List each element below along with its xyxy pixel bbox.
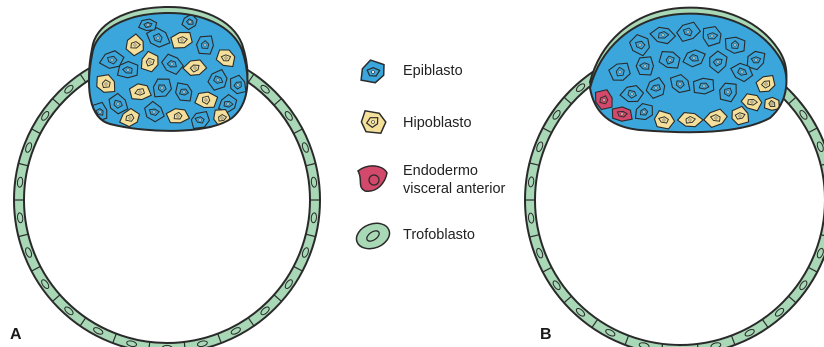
panel-a-nucleolus <box>204 44 206 46</box>
legend-label-epiblast: Epiblasto <box>403 62 463 80</box>
panel-a-nucleolus <box>227 103 229 105</box>
panel-b-nucleolus <box>619 71 621 73</box>
panel-a-inner-cell-mass-cells <box>89 13 247 131</box>
panel-a-nucleolus <box>105 83 107 85</box>
panel-b-nucleolus <box>727 91 729 93</box>
hypoblast-cell-icon <box>361 111 385 133</box>
panel-a-nucleolus <box>139 91 141 93</box>
panel-b-nucleolus <box>631 93 633 95</box>
panel-a-nucleolus <box>177 115 179 117</box>
panel-b-nucleolus <box>734 44 736 46</box>
panel-a-nucleolus <box>199 119 201 121</box>
panel-a-nucleolus <box>157 37 159 39</box>
panel-b-nucleolus <box>717 61 719 63</box>
panel-b-nucleolus <box>687 31 689 33</box>
panel-b-nucleolus <box>643 111 645 113</box>
panel-a-nucleolus <box>171 63 173 65</box>
panel-b-nucleolus <box>703 85 705 87</box>
panel-b-nucleolus <box>679 83 681 85</box>
legend-label-hypoblast: Hipoblasto <box>403 114 472 132</box>
panel-a-nucleolus <box>189 21 191 23</box>
panel-b-label: B <box>540 326 552 344</box>
panel-a-nucleolus <box>161 87 163 89</box>
panel-b-nucleolus <box>603 99 605 101</box>
panel-b-nucleolus <box>765 83 767 85</box>
panel-a-nucleolus <box>181 39 183 41</box>
panel-b-nucleolus <box>751 101 753 103</box>
panel-b-nucleolus <box>739 115 741 117</box>
panel-b-nucleolus <box>655 87 657 89</box>
ave-cell-nucleus <box>369 175 379 185</box>
epiblast-cell-icon <box>361 60 384 83</box>
panel-b-nucleolus <box>689 119 691 121</box>
panel-a-nucleolus <box>147 24 149 26</box>
panel-a-nucleolus <box>111 59 113 61</box>
legend-label-ave-line1: Endodermo <box>403 162 478 180</box>
panel-b-nucleolus <box>663 119 665 121</box>
panel-b-nucleolus <box>771 103 773 105</box>
panel-b-nucleolus <box>662 34 664 36</box>
panel-a-nucleolus <box>153 111 155 113</box>
panel-b-nucleolus <box>621 113 623 115</box>
panel-b-nucleolus <box>693 57 695 59</box>
panel-a-nucleolus <box>129 117 131 119</box>
panel-b-nucleolus <box>715 117 717 119</box>
anterior-visceral-endoderm-cell-icon <box>358 166 387 191</box>
panel-b-nucleolus <box>711 35 713 37</box>
panel-a-nucleolus <box>194 67 196 69</box>
panel-b-nucleolus <box>741 71 743 73</box>
panel-b-nucleolus <box>755 59 757 61</box>
legend-label-ave-line2: visceral anterior <box>403 180 505 198</box>
legend-icons <box>353 60 393 253</box>
panel-b-nucleolus <box>639 44 641 46</box>
legend-label-trophoblast: Trofoblasto <box>403 226 475 244</box>
panel-a-nucleolus <box>205 99 207 101</box>
hypoblast-cell-nucleolus <box>372 121 375 124</box>
panel-a-nucleolus <box>225 57 227 59</box>
panel-b-nucleolus <box>644 65 646 67</box>
trophoblast-cell-icon <box>353 219 393 253</box>
panel-a-nucleolus <box>127 69 129 71</box>
panel-a-nucleolus <box>99 111 101 113</box>
blastocyst-panel-a <box>14 7 320 347</box>
blastocyst-panel-b <box>525 8 824 347</box>
panel-a-nucleolus <box>237 84 239 86</box>
panel-b-nucleolus <box>669 59 671 61</box>
panel-a-nucleolus <box>183 91 185 93</box>
epiblast-cell-nucleolus <box>372 71 375 74</box>
panel-a-nucleolus <box>221 117 223 119</box>
panel-a-label: A <box>10 326 22 344</box>
panel-a-nucleolus <box>217 79 219 81</box>
panel-a-nucleolus <box>149 61 151 63</box>
panel-a-nucleolus <box>117 103 119 105</box>
panel-a-nucleolus <box>134 44 136 46</box>
